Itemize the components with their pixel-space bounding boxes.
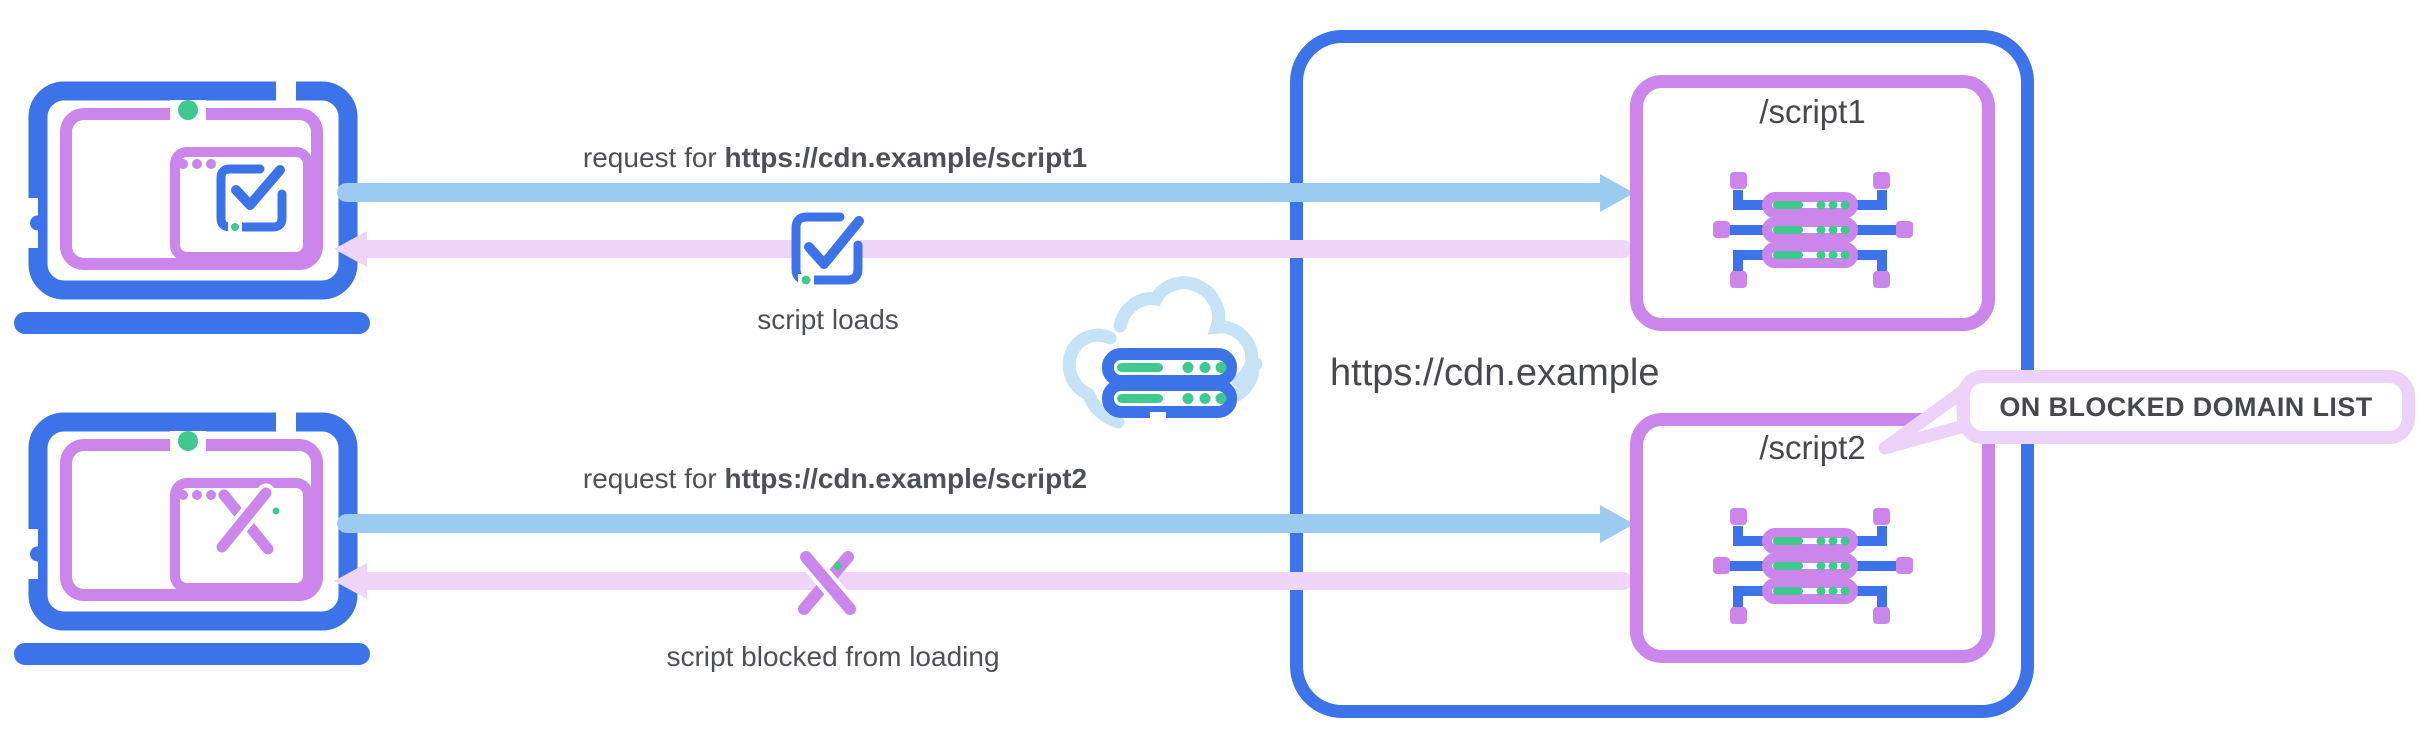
blocked-domain-callout-text: ON BLOCKED DOMAIN LIST bbox=[1999, 391, 2373, 422]
checkmark-icon bbox=[791, 212, 864, 286]
blocked-domain-callout: ON BLOCKED DOMAIN LIST bbox=[1957, 370, 2415, 444]
checkmark-icon bbox=[216, 164, 287, 232]
response-arrow-script1 bbox=[366, 240, 1632, 258]
request-arrow-script1 bbox=[337, 183, 1604, 202]
request-label-script2: request for https://cdn.example/script2 bbox=[582, 463, 1088, 494]
request-arrow-script2 bbox=[337, 514, 1604, 533]
request-arrowhead bbox=[1600, 174, 1634, 212]
response-arrow-script2 bbox=[366, 572, 1632, 590]
response-arrowhead bbox=[334, 563, 367, 599]
request-arrowhead bbox=[1600, 505, 1634, 543]
result-label-loaded: script loads bbox=[757, 304, 899, 335]
result-label-blocked: script blocked from loading bbox=[666, 641, 1000, 672]
request-label-script1: request for https://cdn.example/script1 bbox=[582, 142, 1088, 173]
endpoint-script2-label: /script2 bbox=[1759, 429, 1866, 466]
response-arrowhead bbox=[334, 231, 367, 267]
cdn-domain-label: https://cdn.example bbox=[1330, 352, 1660, 394]
laptop-icon bbox=[14, 78, 370, 334]
server-rack-icon bbox=[1713, 508, 1913, 624]
cross-icon bbox=[212, 483, 280, 557]
cross-icon bbox=[796, 548, 860, 618]
cloud-server-icon bbox=[1062, 276, 1263, 429]
server-rack-icon bbox=[1713, 172, 1913, 288]
endpoint-script1-label: /script1 bbox=[1759, 93, 1866, 130]
laptop-icon bbox=[14, 409, 370, 665]
